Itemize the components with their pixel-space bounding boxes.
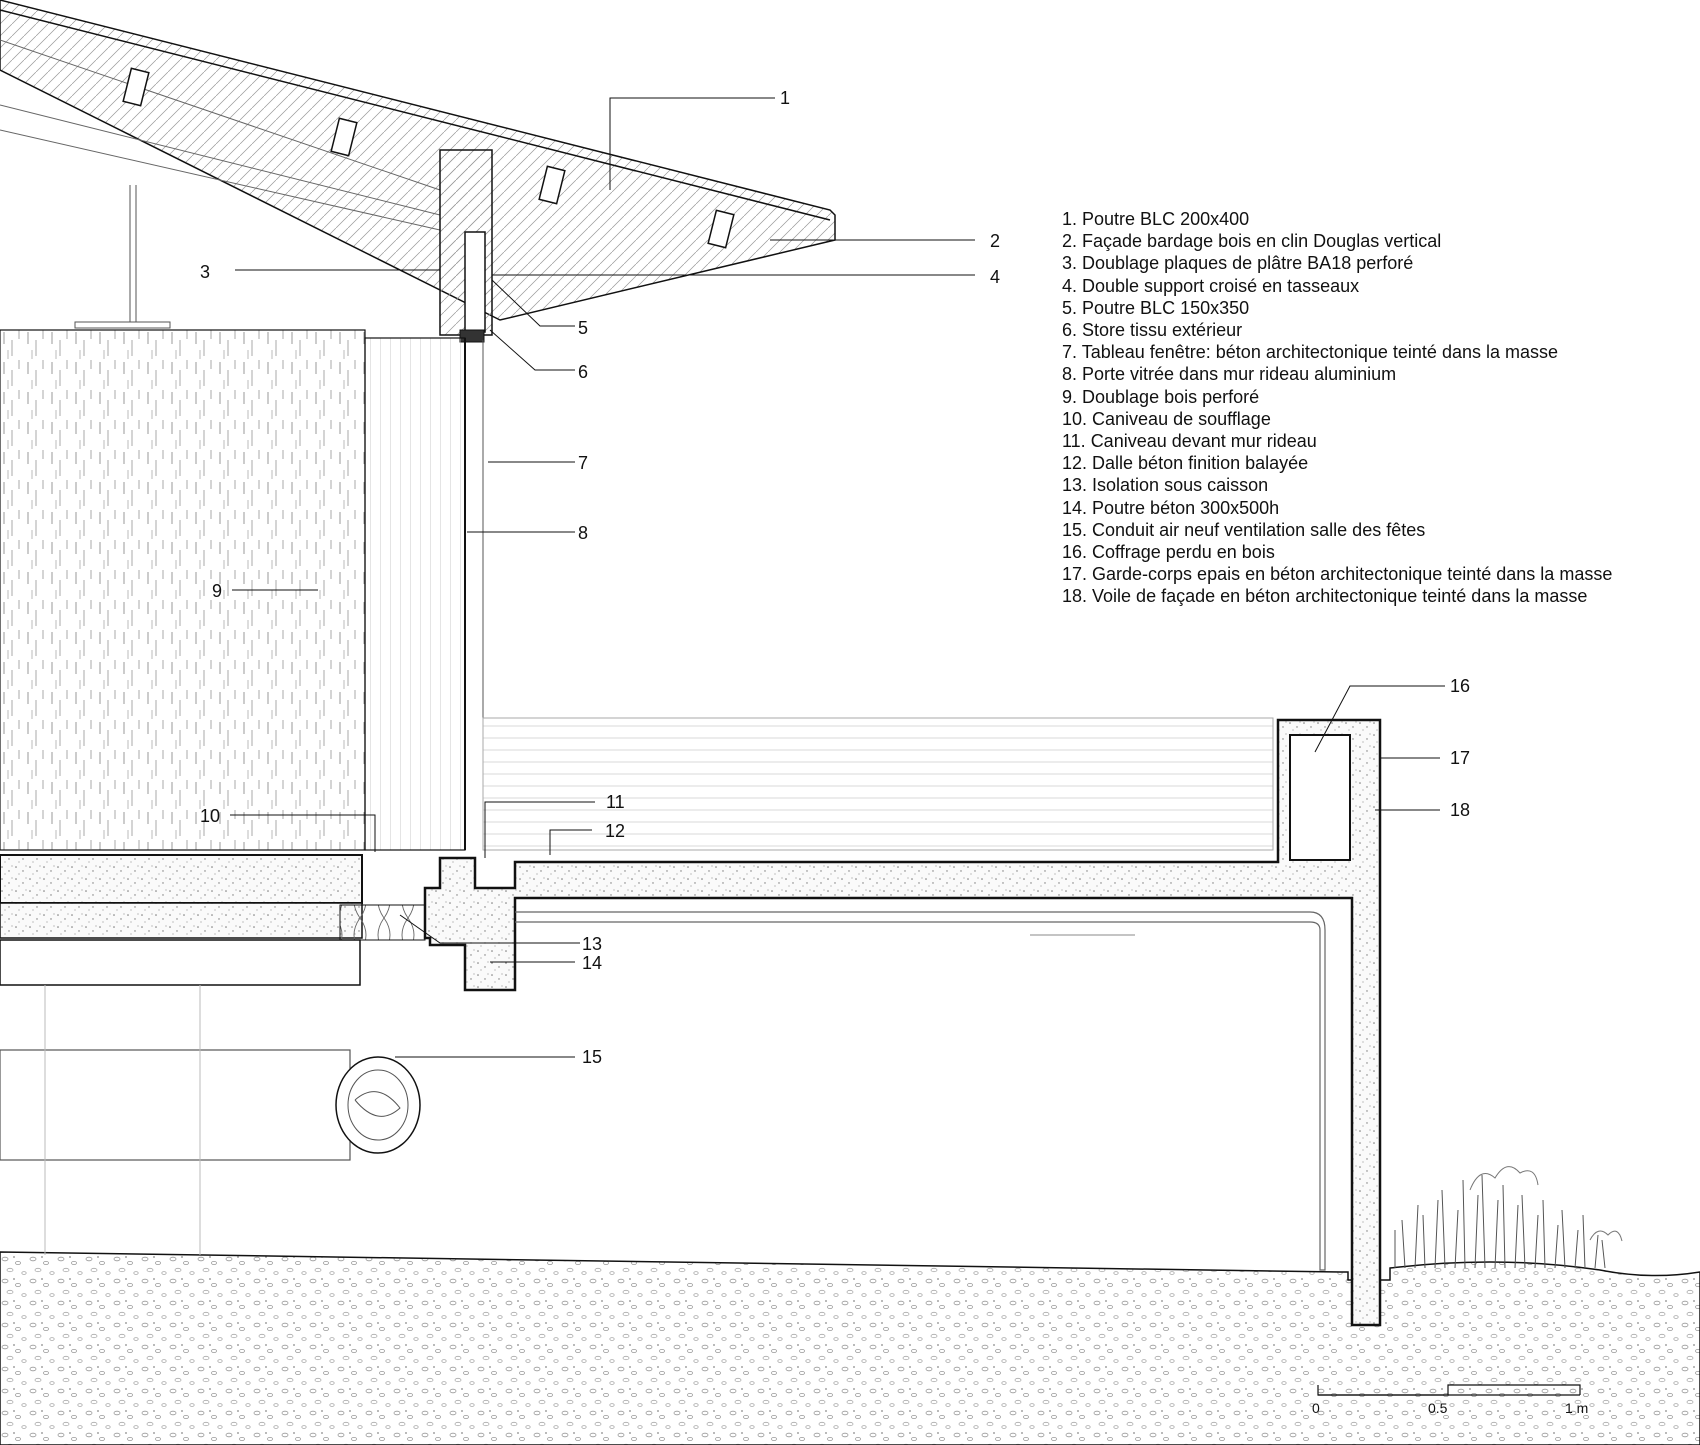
callout-11: 11: [606, 792, 625, 812]
callout-7: 7: [578, 453, 588, 473]
curtain-wall: [364, 337, 466, 851]
legend-item: 13. Isolation sous caisson: [1062, 475, 1269, 496]
legend-item: 9. Doublage bois perforé: [1062, 386, 1260, 407]
scale-one: 1 m: [1565, 1400, 1588, 1416]
ground-soil: [0, 1251, 1700, 1445]
legend-item: 8. Porte vitrée dans mur rideau aluminiu…: [1062, 364, 1397, 385]
callout-6: 6: [578, 362, 588, 382]
legend-item: 6. Store tissu extérieur: [1062, 320, 1243, 341]
callout-10: 10: [200, 806, 220, 826]
callout-2: 2: [990, 231, 1000, 251]
callout-18: 18: [1450, 800, 1470, 820]
scale-half: 0.5: [1428, 1400, 1448, 1416]
roof-layers: [0, 0, 836, 321]
insulation: [339, 904, 426, 941]
air-duct-section: [335, 1056, 421, 1154]
legend-item: 14. Poutre béton 300x500h: [1062, 497, 1280, 518]
callout-3: 3: [200, 262, 210, 282]
legend-item: 4. Double support croisé en tasseaux: [1062, 275, 1360, 296]
beam-blc-150x350: [464, 231, 486, 333]
roof-assembly: [0, 0, 836, 329]
callout-15: 15: [582, 1047, 602, 1067]
left-slab: [0, 854, 363, 904]
legend-item: 16. Coffrage perdu en bois: [1062, 542, 1275, 563]
legend-item: 5. Poutre BLC 150x350: [1062, 297, 1250, 318]
legend-item: 1. Poutre BLC 200x400: [1062, 209, 1250, 229]
legend-item: 15. Conduit air neuf ventilation salle d…: [1062, 519, 1426, 540]
duct-vertical: [515, 911, 1326, 1271]
legend-item: 17. Garde-corps epais en béton architect…: [1062, 564, 1613, 585]
legend-item: 11. Caniveau devant mur rideau: [1062, 431, 1317, 452]
legend: 1. Poutre BLC 200x400 2. Façade bardage …: [1062, 208, 1612, 608]
leader-lines: [230, 97, 1445, 1058]
callout-4: 4: [990, 267, 1000, 287]
callout-16: 16: [1450, 676, 1470, 696]
callout-5: 5: [578, 318, 588, 338]
main-concrete-slab: [423, 718, 1382, 1327]
legend-item: 2. Façade bardage bois en clin Douglas v…: [1062, 231, 1442, 252]
callout-13: 13: [582, 934, 602, 954]
under-slab: [0, 939, 361, 986]
callout-17: 17: [1450, 748, 1470, 768]
scale-bar: [1317, 1384, 1581, 1396]
air-duct: [0, 1049, 351, 1161]
callout-14: 14: [582, 953, 602, 973]
legend-item: 3. Doublage plaques de plâtre BA18 perfo…: [1062, 253, 1414, 274]
window-reveal-area: [482, 717, 1274, 851]
legend-item: 12. Dalle béton finition balayée: [1062, 453, 1309, 474]
callout-1: 1: [780, 88, 790, 108]
lost-formwork: [1289, 734, 1351, 861]
vegetation: [1394, 1166, 1623, 1269]
callout-8: 8: [578, 523, 588, 543]
legend-item: 18. Voile de façade en béton architecton…: [1062, 586, 1588, 607]
scale-zero: 0: [1312, 1400, 1320, 1416]
legend-item: 10. Caniveau de soufflage: [1062, 408, 1271, 429]
legend-item: 7. Tableau fenêtre: béton architectoniqu…: [1062, 342, 1559, 363]
left-slab-lower: [0, 902, 363, 939]
callout-9: 9: [212, 581, 222, 601]
callout-12: 12: [605, 821, 625, 841]
